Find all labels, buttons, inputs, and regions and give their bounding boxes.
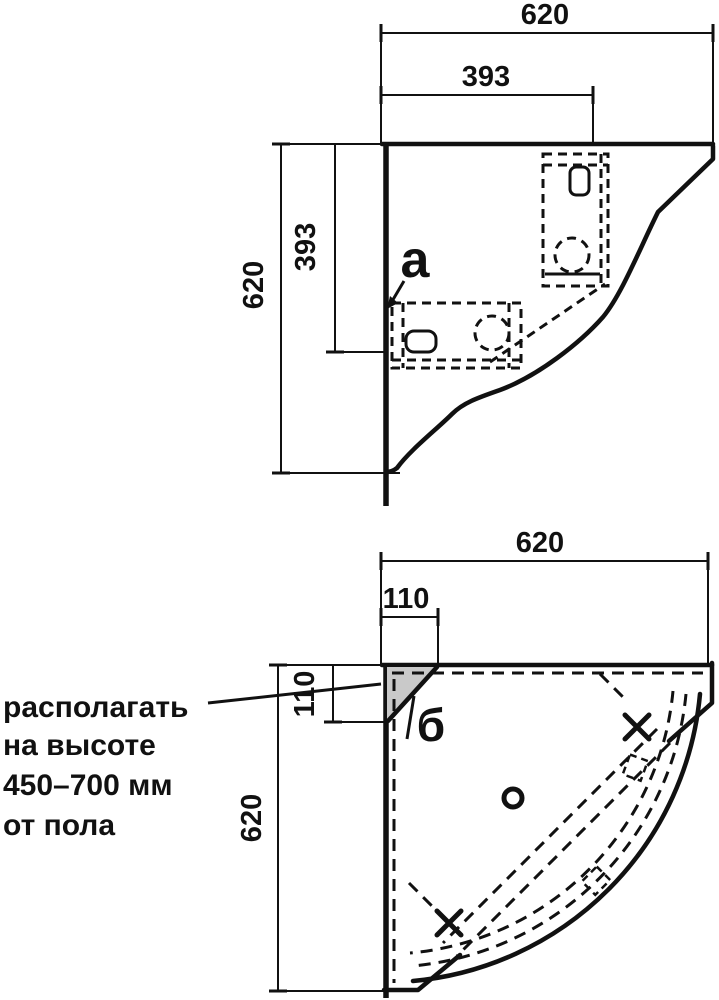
keyhole-slot (404, 329, 438, 354)
leader-line (405, 695, 416, 740)
corner-hidden-edge (489, 282, 606, 364)
overflow-knockout-bottom (580, 864, 612, 897)
bracket-outline (541, 152, 610, 288)
detail-label-a: а (387, 231, 431, 309)
drain-hole (501, 786, 525, 810)
keyhole-slot (568, 165, 591, 197)
hidden-front-chord-inner (441, 727, 659, 945)
dim-value: 393 (462, 61, 510, 93)
bracket-outline (390, 301, 523, 370)
leader-arrowhead (387, 296, 398, 309)
dim-value: 620 (236, 794, 268, 842)
fixing-hole (473, 314, 511, 352)
hidden-inner-rim-arc (409, 690, 675, 955)
faucet-centerline-right (598, 672, 630, 704)
detail-letter: б (417, 699, 445, 751)
dim-value: 393 (290, 223, 322, 271)
plan-dim-depth-total: 620 (236, 663, 384, 993)
basin-corner-chamfer-bottom (381, 952, 463, 993)
triangle-hypotenuse (385, 664, 440, 724)
mounting-bracket-upper (541, 152, 610, 288)
dim-value: 620 (521, 0, 569, 31)
overflow-knockout-right (621, 752, 650, 783)
side-dim-height-partial: 393 (290, 144, 386, 354)
faucet-mark-right (622, 712, 652, 742)
plan-dim-corner-h: 110 (379, 583, 440, 665)
dim-value: 110 (383, 583, 430, 615)
basin-rim-arc (410, 691, 703, 984)
basin-corner-chamfer-right (666, 660, 715, 744)
plan-dim-width-total: 620 (379, 527, 710, 665)
note-leader-line (207, 682, 382, 705)
hidden-front-chord-outer (455, 741, 672, 958)
plan-view: 620 110 110 620 (3, 527, 715, 998)
note-line-1: располагать (3, 691, 188, 724)
note-line-4: от пола (3, 809, 115, 842)
side-dim-width-total: 620 (379, 0, 715, 144)
detail-label-b: б (405, 695, 445, 751)
faucet-mark-bottom (434, 908, 464, 938)
basin-side-profile (383, 143, 716, 475)
side-dim-width-partial: 393 (379, 61, 595, 144)
side-dim-height-total: 620 (238, 142, 400, 475)
dim-value: 620 (238, 261, 270, 309)
faucet-hole-marks (434, 712, 652, 938)
basin-hidden-lines (392, 671, 703, 983)
dim-value: 620 (516, 527, 564, 559)
faucet-centerline-bottom (407, 881, 439, 913)
detail-letter: а (401, 231, 431, 289)
note-line-2: на высоте (3, 729, 156, 762)
mounting-bracket-lower (390, 282, 606, 370)
hidden-outer-rim-arc (411, 693, 688, 968)
side-view: 620 393 620 393 (238, 0, 716, 506)
note-line-3: 450–700 мм (3, 769, 173, 802)
height-note: располагать на высоте 450–700 мм от пола (3, 682, 382, 842)
corner-bracket-triangle (385, 664, 440, 724)
fixing-hole (553, 236, 591, 274)
